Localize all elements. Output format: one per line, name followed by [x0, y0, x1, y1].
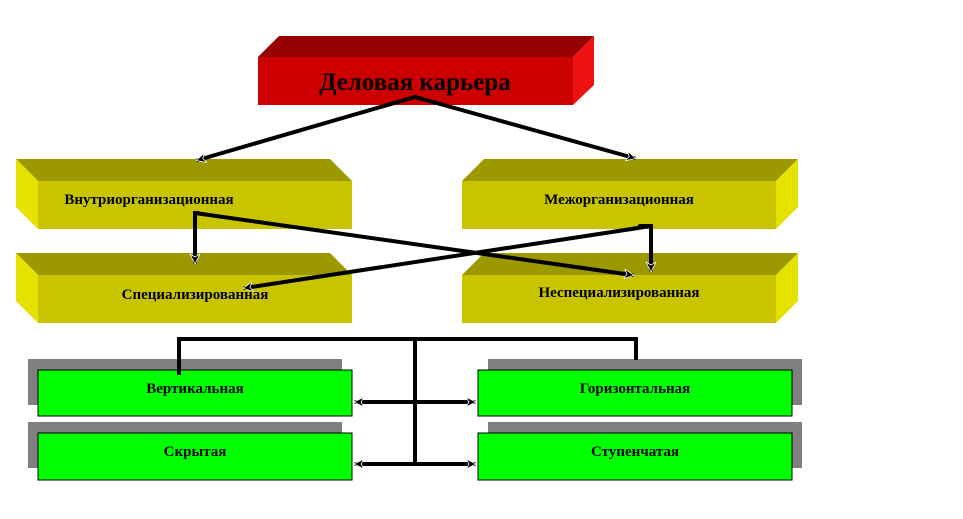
- intra-node-top-face: [16, 159, 352, 181]
- hidden-node: Скрытая: [28, 422, 353, 481]
- hidden-node-label: Скрытая: [164, 444, 227, 460]
- arrow-inter-to-specialized: [245, 224, 653, 288]
- stepped-node-box: [477, 432, 793, 481]
- inter-node-label: Межорганизационная: [544, 192, 694, 208]
- specialized-node: Специализированная: [16, 253, 352, 323]
- hidden-node-box: [37, 432, 353, 481]
- root-node-top-face: [258, 36, 594, 57]
- nonspecialized-node-front-face: [462, 275, 776, 323]
- horizontal-node-label: Горизонтальная: [580, 381, 691, 397]
- arrow-intra-to-nonspecialized: [193, 211, 632, 275]
- arrow-root-to-inter: [413, 95, 634, 158]
- stepped-node-label: Ступенчатая: [591, 444, 679, 460]
- nonspecialized-node-top-face: [462, 253, 798, 275]
- arrow-root-to-intra: [198, 95, 417, 160]
- vertical-node-label: Вертикальная: [146, 381, 243, 397]
- nonspecialized-node-side-face: [776, 253, 798, 323]
- vertical-node-box: [37, 369, 353, 417]
- specialized-node-top-face: [16, 253, 352, 275]
- inter-node-front-face: [462, 181, 776, 229]
- root-node: Деловая карьера: [258, 36, 594, 105]
- connector-bracket: [177, 337, 638, 375]
- nonspecialized-node-label: Неспециализированная: [538, 285, 699, 301]
- intra-node-label: Внутриорганизационная: [64, 192, 233, 208]
- intra-node-side-face: [16, 159, 38, 229]
- root-node-label: Деловая карьера: [319, 69, 511, 96]
- specialized-node-label: Специализированная: [122, 287, 269, 303]
- nonspecialized-node: Неспециализированная: [462, 253, 798, 323]
- specialized-node-front-face: [38, 275, 352, 323]
- specialized-node-side-face: [16, 253, 38, 323]
- inter-node-top-face: [462, 159, 798, 181]
- inter-node-side-face: [776, 159, 798, 229]
- root-node-side-face: [573, 36, 594, 105]
- connectors: [177, 95, 653, 465]
- stepped-node: Ступенчатая: [477, 422, 802, 481]
- horizontal-node: Горизонтальная: [477, 359, 802, 417]
- intra-node: Внутриорганизационная: [16, 159, 352, 229]
- inter-node: Межорганизационная: [462, 159, 798, 229]
- horizontal-node-box: [477, 369, 793, 417]
- vertical-node: Вертикальная: [28, 359, 353, 417]
